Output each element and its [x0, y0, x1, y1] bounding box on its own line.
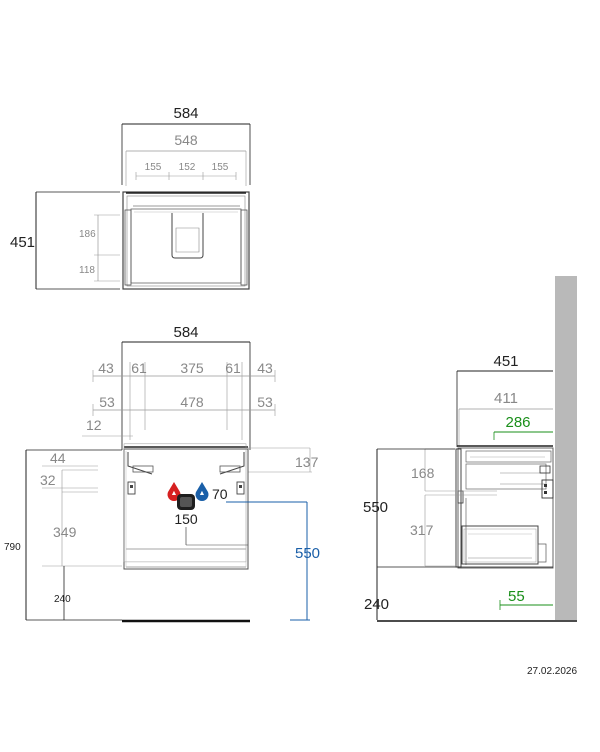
front-edge-offset: 12 — [86, 417, 102, 433]
top-view: 584 548 155 152 155 451 — [10, 105, 251, 290]
top-segment-right: 155 — [212, 162, 229, 173]
front-drain-width: 150 — [174, 511, 198, 527]
front-drain-height: 550 — [295, 545, 320, 562]
side-drawer-depth: 286 — [505, 414, 530, 431]
front-row1-center: 375 — [180, 360, 204, 376]
front-second-offset: 32 — [40, 472, 56, 488]
front-row1-left-inner: 61 — [131, 360, 147, 376]
top-segment-center: 152 — [179, 162, 196, 173]
cold-water-icon: ▲ — [195, 482, 209, 502]
top-upper-depth: 186 — [79, 229, 96, 240]
side-floor-gap: 240 — [364, 596, 389, 613]
front-rail-offset: 137 — [295, 454, 319, 470]
side-upper-drawer: 168 — [411, 465, 435, 481]
front-overall-width: 584 — [173, 324, 198, 341]
front-drain-offset: 70 — [212, 486, 228, 502]
side-view: 451 411 286 168 — [363, 276, 577, 622]
front-row1-right-inner: 61 — [225, 360, 241, 376]
drawing-date: 27.02.2026 — [527, 666, 578, 677]
side-lower-drawer: 317 — [410, 522, 434, 538]
front-cabinet-height: 349 — [53, 524, 77, 540]
front-row2-center: 478 — [180, 394, 204, 410]
top-inner-width: 548 — [174, 132, 198, 148]
front-row1-left-outer: 43 — [98, 360, 114, 376]
front-row1-right-outer: 43 — [257, 360, 273, 376]
side-depth-inner: 411 — [494, 390, 518, 407]
front-view: 584 43 61 375 61 43 53 478 53 12 137 — [4, 324, 320, 623]
drain-icon — [177, 494, 195, 510]
wall — [555, 276, 577, 620]
svg-text:▲: ▲ — [171, 490, 178, 497]
front-floor-gap: 240 — [54, 594, 71, 605]
side-toe-depth: 55 — [508, 588, 525, 605]
front-row2-left: 53 — [99, 394, 115, 410]
side-cabinet-height: 550 — [363, 499, 388, 516]
front-top-offset: 44 — [50, 450, 66, 466]
front-row2-right: 53 — [257, 394, 273, 410]
hot-water-icon: ▲ — [167, 482, 181, 502]
front-total-height: 790 — [4, 542, 21, 553]
top-overall-width: 584 — [173, 105, 198, 122]
top-depth: 451 — [10, 234, 35, 251]
top-lower-depth: 118 — [79, 265, 95, 276]
top-segment-left: 155 — [145, 162, 162, 173]
side-depth-overall: 451 — [493, 353, 518, 370]
svg-text:▲: ▲ — [199, 490, 206, 497]
